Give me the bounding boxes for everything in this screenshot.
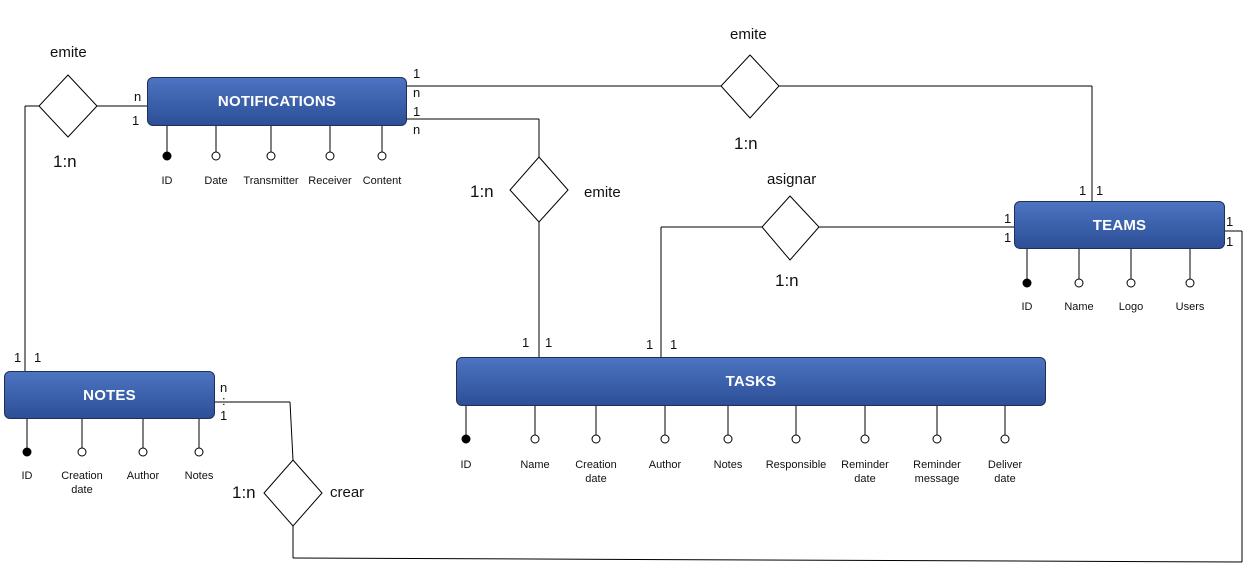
card-tasks-top-1b: 1	[545, 335, 553, 350]
card-notes-top-1a: 1	[14, 350, 22, 365]
notifications-attr-marker	[266, 151, 276, 161]
notifications-attribute-label: Content	[362, 175, 402, 187]
notifications-key-attr-marker	[162, 151, 172, 161]
relationship-diamond-asignar	[761, 195, 820, 261]
notes-attr-marker	[194, 447, 204, 457]
notes-key-attr-marker	[22, 447, 32, 457]
teams-attribute-label: Users	[1175, 301, 1205, 313]
card-notif-right-na: n	[413, 85, 421, 100]
tasks-attr-marker	[530, 434, 540, 444]
relationship-name-emite-left: emite	[50, 44, 87, 61]
tasks-attr-marker	[723, 434, 733, 444]
teams-attribute-label: Logo	[1118, 301, 1144, 313]
notifications-attribute-label: Transmitter	[243, 175, 299, 187]
tasks-attr-marker	[591, 434, 601, 444]
relationship-ratio-emite-mid: 1:n	[470, 182, 494, 201]
notes-attribute-label: ID	[21, 470, 33, 482]
tasks-attribute-label: Responsible	[765, 459, 827, 471]
card-teams-top-1a: 1	[1079, 183, 1087, 198]
notifications-attr-marker	[377, 151, 387, 161]
tasks-attribute-label: ID	[460, 459, 472, 471]
card-teams-right-1b: 1	[1226, 234, 1234, 249]
card-notes-right-1: 1	[220, 408, 228, 423]
tasks-attribute-label: Notes	[713, 459, 743, 471]
edge-crear-bottom-h	[292, 557, 1243, 563]
relationship-ratio-emite-left: 1:n	[53, 152, 77, 171]
notifications-attr-marker	[325, 151, 335, 161]
card-notif-right-1a: 1	[413, 66, 421, 81]
card-teams-top-1b: 1	[1096, 183, 1104, 198]
card-notif-right-1b: 1	[413, 104, 421, 119]
notifications-attribute-label: Date	[204, 175, 228, 187]
teams-attribute-label: Name	[1064, 301, 1094, 313]
teams-attr-marker	[1185, 278, 1195, 288]
relationship-name-emite-top: emite	[730, 26, 767, 43]
relationship-ratio-crear: 1:n	[232, 483, 256, 502]
tasks-key-attr-marker	[461, 434, 471, 444]
relationship-diamond-emite-mid	[509, 156, 569, 223]
card-teams-left-1a: 1	[1004, 211, 1012, 226]
tasks-attr-marker	[660, 434, 670, 444]
notifications-attribute-label: ID	[161, 175, 173, 187]
relationship-diamond-emite-left	[38, 74, 98, 138]
card-notes-right-dots: :	[222, 393, 226, 408]
tasks-attr-marker	[1000, 434, 1010, 444]
tasks-attribute-label: Name	[520, 459, 550, 471]
card-teams-left-1b: 1	[1004, 230, 1012, 245]
entity-notifications[interactable]: NOTIFICATIONS	[147, 77, 407, 126]
entity-notes[interactable]: NOTES	[4, 371, 215, 419]
notes-attr-marker	[138, 447, 148, 457]
tasks-attr-marker	[791, 434, 801, 444]
teams-attr-marker	[1074, 278, 1084, 288]
tasks-attribute-label: Author	[648, 459, 682, 471]
tasks-attr-marker	[932, 434, 942, 444]
card-tasks-top-1d: 1	[670, 337, 678, 352]
card-tasks-top-1c: 1	[646, 337, 654, 352]
relationship-name-crear: crear	[330, 484, 365, 501]
relationship-diamond-crear	[263, 459, 323, 527]
notes-attribute-label: Author	[126, 470, 160, 482]
card-tasks-top-1a: 1	[522, 335, 530, 350]
relationship-name-emite-mid: emite	[584, 184, 621, 201]
card-notif-left-1: 1	[132, 113, 140, 128]
notifications-attr-marker	[211, 151, 221, 161]
tasks-attr-marker	[860, 434, 870, 444]
entity-teams[interactable]: TEAMS	[1014, 201, 1225, 249]
card-teams-right-1a: 1	[1226, 214, 1234, 229]
teams-attribute-label: ID	[1021, 301, 1033, 313]
relationship-diamond-emite-top	[720, 54, 780, 119]
teams-key-attr-marker	[1022, 278, 1032, 288]
card-notif-left-n: n	[134, 89, 142, 104]
edge-notes-crear-down	[289, 401, 294, 461]
teams-attr-marker	[1126, 278, 1136, 288]
notifications-attribute-label: Receiver	[308, 175, 352, 187]
relationship-ratio-asignar: 1:n	[775, 271, 799, 290]
card-notif-right-nb: n	[413, 122, 421, 137]
relationship-name-asignar: asignar	[767, 171, 817, 188]
notes-attr-marker	[77, 447, 87, 457]
card-notes-right-n: n	[220, 380, 228, 395]
relationship-ratio-emite-top: 1:n	[734, 134, 758, 153]
entity-tasks[interactable]: TASKS	[456, 357, 1046, 406]
notes-attribute-label: Notes	[184, 470, 214, 482]
card-notes-top-1b: 1	[34, 350, 42, 365]
